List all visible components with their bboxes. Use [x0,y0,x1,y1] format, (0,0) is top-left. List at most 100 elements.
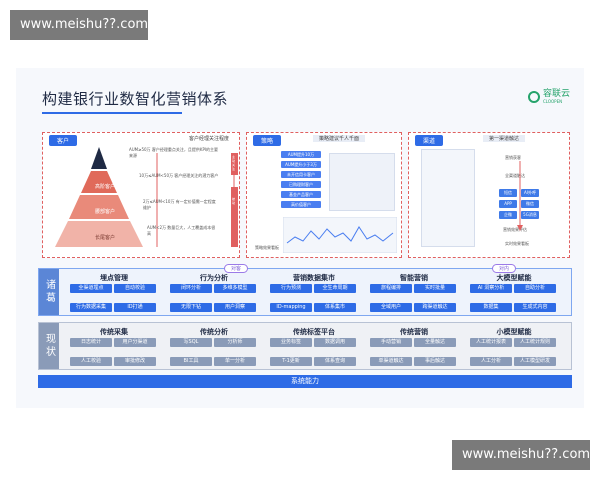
strategy-bottom-label: 策略效果看板 [255,245,279,250]
page-title: 构建银行业数智化营销体系 [42,90,229,108]
current-col-5-head: 小模型赋能 [496,328,532,336]
channel-chip-4: 微信 [521,200,539,208]
current-cell: 数据调用 [314,338,356,347]
future-col-5-head: 大模型赋能 [496,274,532,282]
future-cell: 全渠道埋点 [70,284,112,293]
future-cell: 实时批量 [414,284,456,293]
pyramid-tier-4 [55,221,143,247]
current-cell: 日志统计 [70,338,112,347]
future-tag-right: 对内 [492,264,517,273]
channel-note: 第一渠道触达 [483,135,526,142]
current-cell: 事后触达 [414,357,456,366]
strategy-chart [283,217,397,253]
future-cell: 无限下钻 [170,303,212,312]
side-red-top [231,153,238,175]
current-row-label: 现状 [39,323,59,369]
future-col-4: 智能营销 旅程编排实时批量全域用户跨渠道触达 [369,273,459,321]
logo: 容联云 CLOOPEN [527,90,570,104]
current-cell: BI工具 [170,357,212,366]
future-cell: AI 洞察分析 [470,284,512,293]
current-col-5: 小模型赋能 人工统计报表人工统计规则人工分析人工模型研发 [469,327,559,375]
channel-chip-3: APP [499,200,517,208]
channel-phone [421,149,475,247]
current-cell: 业务标签 [270,338,312,347]
pyramid [55,147,238,247]
current-cell: 人工分析 [470,357,512,366]
side-label-2: 被动 [232,197,236,205]
slide: 构建银行业数智化营销体系 容联云 CLOOPEN 客户 客户经理关注程度 高阶客… [16,68,584,408]
current-col-4: 传统营销 手动营销全量触达单渠道触达事后触达 [369,327,459,375]
current-cell: 体系查询 [314,357,356,366]
channel-chip-6: 5G消息 [521,211,539,219]
tier-desc-4: AUM<2万 数量巨大，人工覆盖成本很高 [147,225,216,236]
current-cell: 人工校验 [70,357,112,366]
tier-desc-2: 10万≤AUM<50万 客户经理关注的潜力客户 [139,173,219,178]
logo-sub: CLOOPEN [542,99,563,104]
logo-mark-icon [527,91,540,103]
channel-flow-mid: 全渠道触达 [505,173,525,178]
channel-chip-5: 企微 [499,211,517,219]
pyramid-tier-3 [69,195,129,219]
channel-flow-top: 营销获客 [505,155,521,160]
customer-tag: 客户 [49,135,78,146]
future-cell: 自助分析 [514,284,556,293]
current-cell: 写SQL [170,338,212,347]
future-row-label: 诸葛 [39,269,59,315]
side-red-bottom [231,187,238,247]
future-cell: 生成式内容 [514,303,556,312]
channel-flow-arrow [517,161,523,231]
watermark-bottom: www.meishu??.com [452,440,590,470]
strategy-panel: 策略 策略建议千人千面 AUM提升10万 AUM提升小于3万 未开信用卡客户 已… [246,132,402,258]
current-cell: 人工模型研发 [514,357,556,366]
current-col-4-head: 传统营销 [400,328,428,336]
future-cell: 行为数据采集 [70,303,112,312]
current-col-2-head: 传统分析 [200,328,228,336]
future-cell: 跨渠道触达 [414,303,456,312]
channel-chip-1: 短信 [499,189,517,197]
pyramid-tier-1 [91,147,107,169]
strategy-item-6: 高价值客户 [281,201,321,208]
future-col-2-head: 行为分析 [200,274,228,282]
tier-desc-3: 2万≤AUM<10万 有一定价值需一定程度维护 [143,199,216,210]
channel-flow-bottom: 营销效果评估 [503,227,527,232]
future-col-5: 大模型赋能 AI 洞察分析自助分析数据集生成式内容 [469,273,559,321]
current-cell: 用户分渠道 [114,338,156,347]
future-col-3-head: 营销数据集市 [293,274,335,282]
strategy-item-3: 未开信用卡客户 [281,171,321,178]
current-cell: 全量触达 [414,338,456,347]
customer-note: 客户经理关注程度 [189,136,230,142]
current-cell: 手动营销 [370,338,412,347]
future-tag-left: 对客 [224,264,249,273]
channel-panel: 渠道 第一渠道触达 营销获客 全渠道触达 短信 AI外呼 APP 微信 企微 5… [408,132,570,258]
side-label-1: 主动关注 [232,155,236,171]
current-col-3-head: 传统标签平台 [293,328,335,336]
system-capability-bar: 系统能力 [38,375,572,388]
current-cell: 审批修改 [114,357,156,366]
future-cell: 闭环分析 [170,284,212,293]
channel-tag: 渠道 [415,135,444,146]
tier-label-4: 长尾客户 [94,235,115,241]
future-cell: 全生命周期 [314,284,356,293]
strategy-item-2: AUM提升小于3万 [281,161,321,168]
tier-label-3: 腰部客户 [94,209,115,215]
strategy-note: 策略建议千人千面 [313,135,366,142]
current-cell: 单一分析 [214,357,256,366]
future-cell: 数据集 [470,303,512,312]
channel-flow-end: 实时效果看板 [505,241,529,246]
strategy-item-1: AUM提升10万 [281,151,321,158]
current-col-1: 传统采集 日志统计用户分渠道人工校验审批修改 [69,327,159,375]
future-cell: 多维多模型 [214,284,256,293]
current-cell: 单渠道触达 [370,357,412,366]
current-col-3: 传统标签平台 业务标签数据调用T-1更新体系查询 [269,327,359,375]
future-col-4-head: 智能营销 [400,274,428,282]
current-cell: 人工统计规则 [514,338,556,347]
future-cell: 旅程编排 [370,284,412,293]
future-cell: ID打通 [114,303,156,312]
future-cell: 自动校验 [114,284,156,293]
future-cell: 全域用户 [370,303,412,312]
